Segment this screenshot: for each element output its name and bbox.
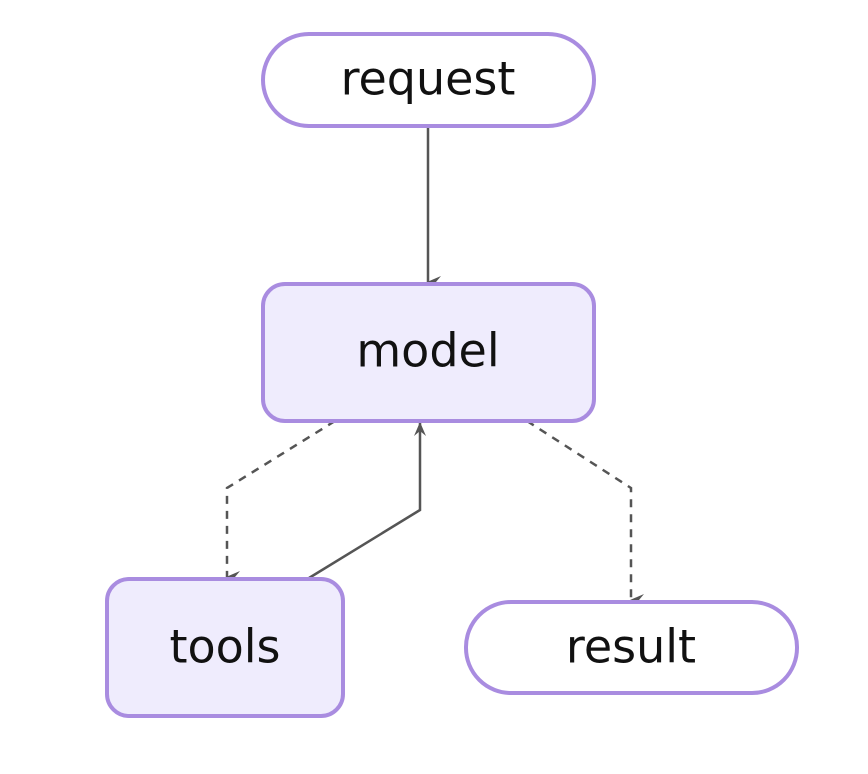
node-request-shape	[261, 32, 596, 128]
node-result[interactable]: result	[464, 600, 799, 695]
node-model[interactable]: model	[261, 282, 596, 423]
node-tools-shape	[105, 577, 345, 718]
node-result-shape	[464, 600, 799, 695]
node-model-label: model	[356, 324, 499, 378]
node-model-shape	[261, 282, 596, 423]
node-request[interactable]: request	[261, 32, 596, 128]
node-tools[interactable]: tools	[105, 577, 345, 718]
edges	[225, 127, 644, 606]
node-tools-label: tools	[169, 620, 280, 674]
edge-model-to-result	[526, 419, 644, 606]
edge-model-to-tools	[225, 419, 336, 583]
edge-tools-to-model	[308, 422, 426, 580]
node-request-label: request	[341, 52, 516, 106]
node-result-label: result	[566, 620, 696, 674]
